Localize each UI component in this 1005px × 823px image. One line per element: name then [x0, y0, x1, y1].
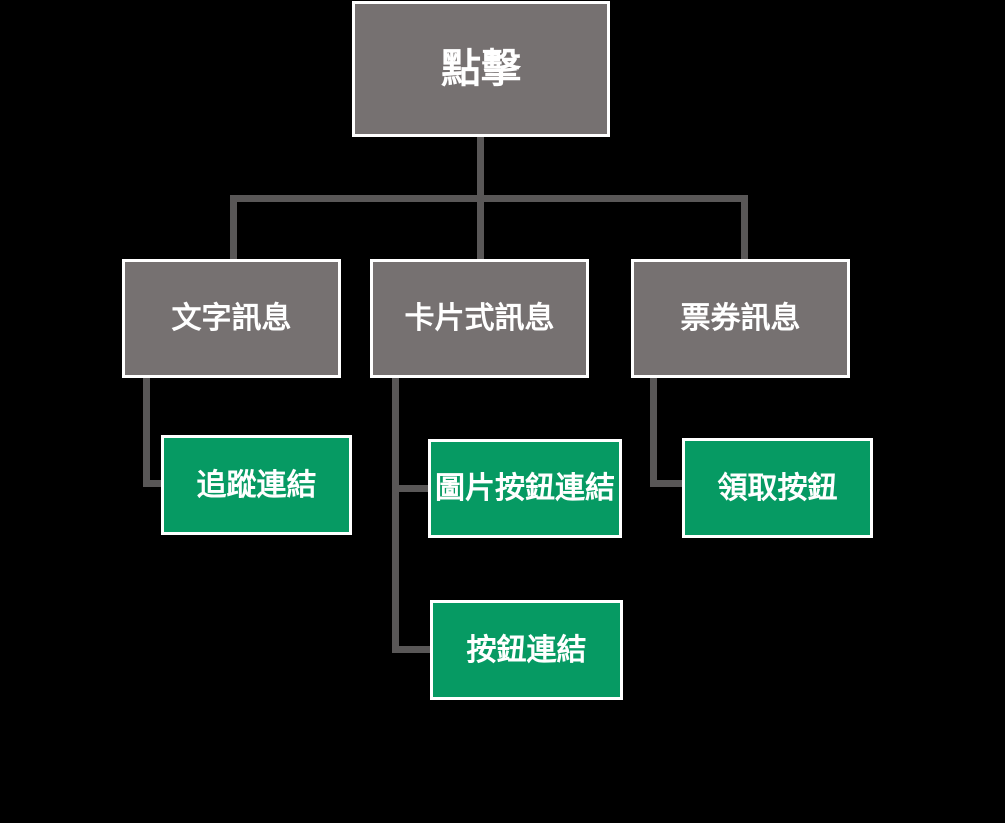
node-button-link-label: 按鈕連結 [466, 633, 587, 667]
node-click-label: 點擊 [441, 47, 521, 91]
connector-bar-to-ticket [741, 195, 748, 259]
node-ticket-message: 票券訊息 [631, 259, 850, 378]
node-follow-link: 追蹤連結 [161, 435, 352, 535]
connector-card-to-button [392, 646, 433, 653]
connector-horizontal-bar [230, 195, 748, 202]
node-ticket-message-label: 票券訊息 [680, 302, 801, 335]
node-follow-link-label: 追蹤連結 [196, 468, 317, 502]
node-text-message: 文字訊息 [122, 259, 341, 378]
connector-bar-to-text [230, 195, 237, 259]
connector-ticket-elbow-vertical [650, 378, 657, 487]
node-image-button-link: 圖片按鈕連結 [428, 439, 622, 538]
node-image-button-link-label: 圖片按鈕連結 [435, 472, 615, 505]
node-claim-button: 領取按鈕 [682, 438, 873, 538]
node-button-link: 按鈕連結 [430, 600, 623, 700]
node-card-message-label: 卡片式訊息 [404, 302, 555, 335]
connector-card-trunk-vertical [392, 378, 399, 653]
connector-ticket-elbow-horizontal [650, 480, 685, 487]
connector-text-elbow-horizontal [143, 480, 164, 487]
node-card-message: 卡片式訊息 [370, 259, 589, 378]
connector-card-to-imagebutton [392, 485, 431, 492]
node-text-message-label: 文字訊息 [171, 302, 292, 335]
connector-text-elbow-vertical [143, 378, 150, 487]
node-click: 點擊 [352, 1, 610, 137]
node-claim-button-label: 領取按鈕 [717, 471, 838, 505]
